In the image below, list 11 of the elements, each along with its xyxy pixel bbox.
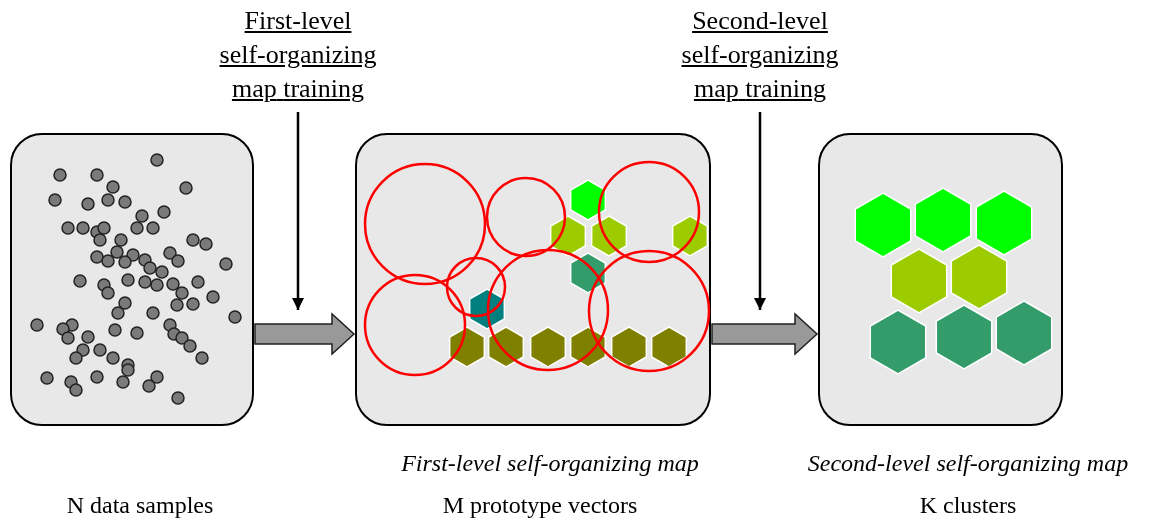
- panel-caption: Second-level self-organizing map: [807, 450, 1129, 477]
- block-arrow: [254, 312, 356, 356]
- panel-label: N data samples: [66, 492, 214, 519]
- block-arrow: [711, 312, 819, 356]
- step-label: First-level self-organizing map training: [200, 4, 396, 110]
- arrow: [753, 112, 767, 310]
- step-label: Second-level self-organizing map training: [662, 4, 858, 110]
- arrow: [291, 112, 305, 310]
- panel-caption: First-level self-organizing map: [401, 450, 699, 477]
- panel-label: M prototype vectors: [442, 492, 638, 519]
- panel-label: K clusters: [919, 492, 1017, 519]
